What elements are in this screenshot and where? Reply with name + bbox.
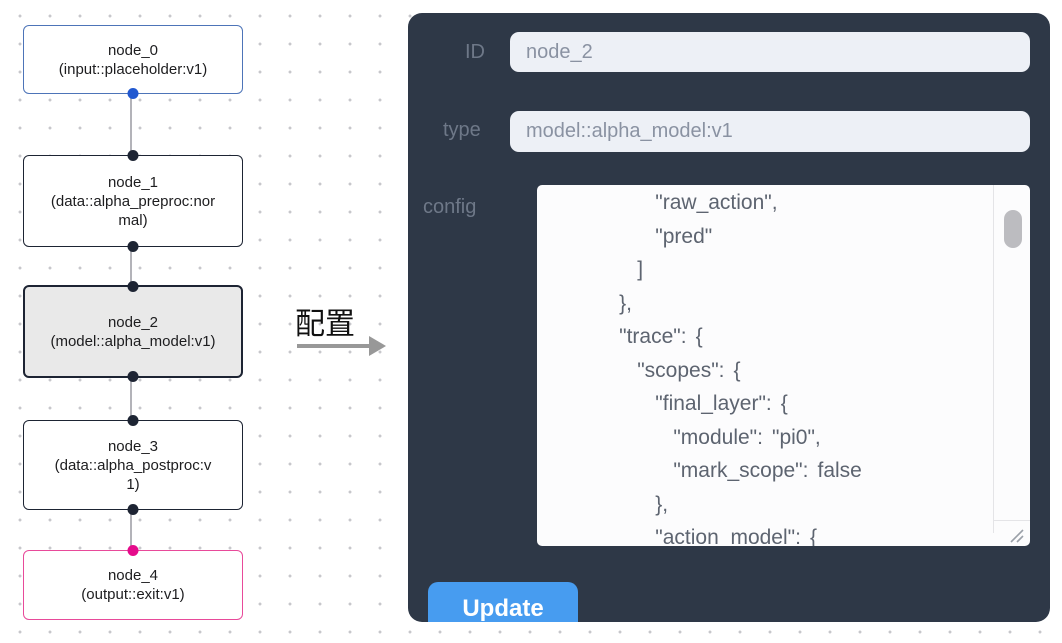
flow-node-node_1[interactable]: node_1 (data::alpha_preproc:normal) [23,150,243,252]
config-textarea[interactable]: "raw_action", "pred" ] }, "trace": { "sc… [537,185,1030,546]
scrollbar-track-divider [993,185,994,533]
node-title: node_0 [107,41,159,59]
node-subtitle: (output::exit:v1) [81,586,185,603]
node-subtitle: (data::alpha_postproc:v1) [54,456,212,493]
handle-bottom[interactable] [127,371,139,382]
node-subtitle: (data::alpha_preproc:normal) [50,192,216,229]
config-label: config [423,196,477,218]
scrollbar-thumb[interactable] [1004,210,1022,248]
resize-handle-icon[interactable] [1005,524,1025,544]
edge-node3-node4 [130,510,132,550]
flow-node-node_2-selected[interactable]: node_2 (model::alpha_model:v1) [23,281,243,382]
node-title: node_1 [107,173,159,191]
id-input[interactable] [510,32,1030,72]
scrollbar-corner-divider [993,520,1030,521]
node-title: node_2 [107,313,159,331]
node-subtitle: (model::alpha_model:v1) [50,332,216,350]
update-button[interactable]: Update [428,582,578,622]
handle-bottom[interactable] [127,504,139,515]
edge-node1-node2 [130,247,132,285]
arrow-shaft [297,344,371,348]
handle-bottom[interactable] [127,241,139,252]
handle-top[interactable] [127,415,139,426]
type-input[interactable] [510,111,1030,152]
flow-node-node_0[interactable]: node_0 (input::placeholder:v1) [23,25,243,99]
node-subtitle: (input::placeholder:v1) [58,60,208,78]
handle-top[interactable] [127,150,139,161]
id-label: ID [465,41,485,63]
config-panel: ID type config "raw_action", "pred" ] },… [408,13,1050,622]
right-arrow-icon [297,336,389,356]
handle-top[interactable] [127,545,139,556]
handle-bottom[interactable] [127,88,139,99]
node-title: node_3 [107,437,159,455]
type-label: type [443,119,481,141]
handle-top[interactable] [127,281,139,292]
edge-node2-node3 [130,378,132,420]
flow-node-node_3[interactable]: node_3 (data::alpha_postproc:v1) [23,415,243,515]
flow-node-node_4[interactable]: node_4 (output::exit:v1) [23,545,243,620]
node-title: node_4 [107,567,159,584]
arrow-head [369,336,386,356]
configure-annotation-label: 配置 [295,308,355,341]
edge-node0-node1 [130,94,132,155]
